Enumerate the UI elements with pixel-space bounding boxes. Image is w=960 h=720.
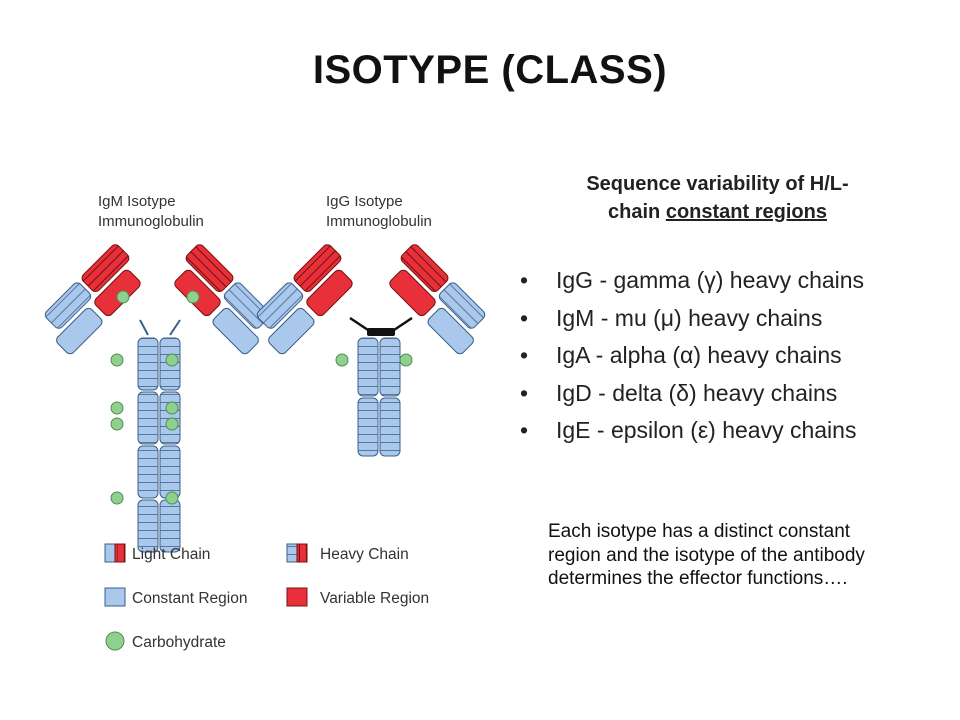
bullet-dot: •	[520, 304, 529, 331]
legend-constant-region: Constant Region	[104, 587, 247, 607]
isotype-note: Each isotype has a distinct constant reg…	[548, 521, 865, 589]
bullet-dot: •	[520, 342, 529, 368]
igm-label-line-1: IgM Isotype	[98, 193, 176, 210]
bullet-dot: •	[520, 379, 529, 406]
list-item-text: IgM - mu (μ) heavy chains	[556, 304, 823, 331]
legend-variable-region-label: Variable Region	[320, 590, 429, 607]
list-item-text: IgE - epsilon (ε) heavy chains	[556, 417, 857, 443]
legend-carbohydrate: Carbohydrate	[105, 631, 226, 651]
legend-carbohydrate-label: Carbohydrate	[132, 634, 226, 651]
isotype-list: • IgG - gamma (γ) heavy chains • IgM - mu …	[520, 262, 864, 450]
bullet-dot: •	[520, 267, 529, 293]
subtitle-underlined: constant regions	[665, 201, 827, 223]
subtitle-line-2-prefix: chain	[608, 201, 666, 223]
igg-label-line-2: Immunoglobulin	[326, 213, 432, 230]
legend-variable-region: Variable Region	[286, 587, 429, 607]
igm-label-line-2: Immunoglobulin	[98, 213, 204, 230]
legend-heavy-chain: Heavy Chain	[286, 543, 409, 563]
list-item-text: IgG - gamma (γ) heavy chains	[556, 267, 865, 293]
legend-light-chain: Light Chain	[104, 543, 210, 563]
immunoglobulin-diagram: IgM Isotype Immunoglobulin IgG Isotype I…	[44, 193, 486, 651]
diagram-legend: Light Chain Heavy Chain Constant Region …	[104, 543, 429, 651]
list-item: • IgA - alpha (α) heavy chains	[520, 337, 864, 375]
section-subtitle: Sequence variability of H/L- chain const…	[545, 170, 890, 226]
list-item: • IgG - gamma (γ) heavy chains	[520, 262, 864, 300]
list-item: • IgM - mu (μ) heavy chains	[520, 300, 864, 338]
subtitle-line-2: chain constant regions	[545, 198, 890, 226]
legend-light-chain-label: Light Chain	[132, 546, 210, 563]
igg-label-line-1: IgG Isotype	[326, 193, 403, 210]
bullet-dot: •	[520, 417, 529, 443]
legend-constant-region-label: Constant Region	[132, 590, 247, 607]
list-item-text: IgA - alpha (α) heavy chains	[556, 342, 842, 368]
igg-antibody	[256, 244, 486, 457]
list-item: • IgD - delta (δ) heavy chains	[520, 375, 864, 413]
igm-antibody	[44, 244, 271, 553]
list-item: • IgE - epsilon (ε) heavy chains	[520, 412, 864, 450]
legend-heavy-chain-label: Heavy Chain	[320, 546, 409, 563]
page-title: ISOTYPE (CLASS)	[312, 48, 668, 92]
list-item-text: IgD - delta (δ) heavy chains	[556, 379, 838, 406]
subtitle-line-1: Sequence variability of H/L-	[586, 173, 849, 195]
